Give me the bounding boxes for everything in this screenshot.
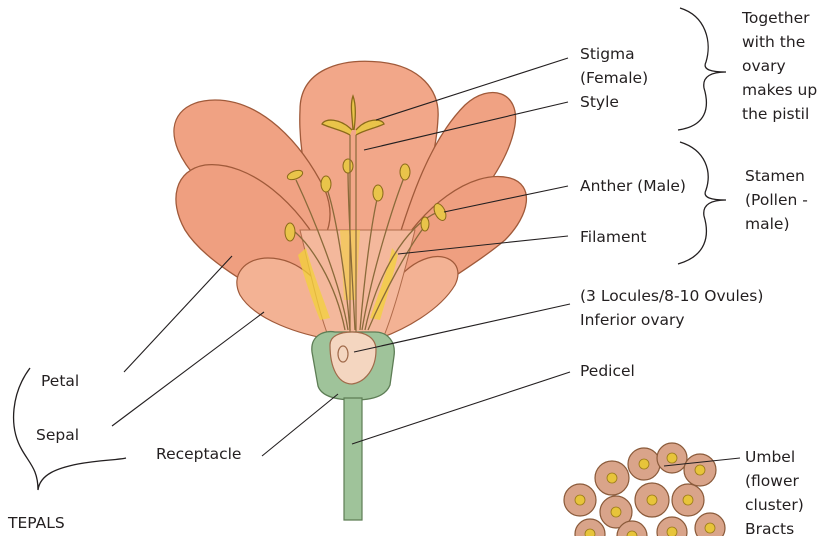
label-umbel-2: (flower bbox=[745, 472, 800, 490]
label-stigma-sub: (Female) bbox=[580, 69, 648, 87]
label-pistil-note-2: with the bbox=[742, 33, 805, 51]
label-umbel-3: cluster) bbox=[745, 496, 804, 514]
leader-petal bbox=[124, 256, 232, 372]
label-filament: Filament bbox=[580, 228, 646, 246]
label-umbel-4: Bracts bbox=[745, 520, 794, 536]
label-pistil-note-1: Together bbox=[741, 9, 810, 27]
brace-pistil bbox=[678, 8, 726, 130]
label-pistil-note-3: ovary bbox=[742, 57, 786, 75]
label-ovules: (3 Locules/8-10 Ovules) bbox=[580, 287, 763, 305]
label-umbel-1: Umbel bbox=[745, 448, 795, 466]
pedicel-shape bbox=[344, 398, 362, 520]
label-stamen-note-3: male) bbox=[745, 215, 790, 233]
umbel-cluster bbox=[564, 443, 725, 536]
label-anther: Anther (Male) bbox=[580, 177, 686, 195]
label-stamen-note-1: Stamen bbox=[745, 167, 805, 185]
brace-stamen bbox=[678, 142, 726, 264]
label-ovary: Inferior ovary bbox=[580, 311, 685, 329]
label-stamen-note-2: (Pollen - bbox=[745, 191, 808, 209]
label-pedicel: Pedicel bbox=[580, 362, 635, 380]
label-style: Style bbox=[580, 93, 619, 111]
leader-sepal bbox=[112, 312, 264, 426]
label-stigma: Stigma bbox=[580, 45, 635, 63]
leader-receptacle bbox=[262, 394, 338, 456]
label-sepal: Sepal bbox=[36, 426, 79, 444]
label-pistil-note-5: the pistil bbox=[742, 105, 809, 123]
label-tepals: TEPALS bbox=[7, 514, 65, 532]
label-receptacle: Receptacle bbox=[156, 445, 241, 463]
label-pistil-note-4: makes up bbox=[742, 81, 817, 99]
label-petal: Petal bbox=[41, 372, 79, 390]
